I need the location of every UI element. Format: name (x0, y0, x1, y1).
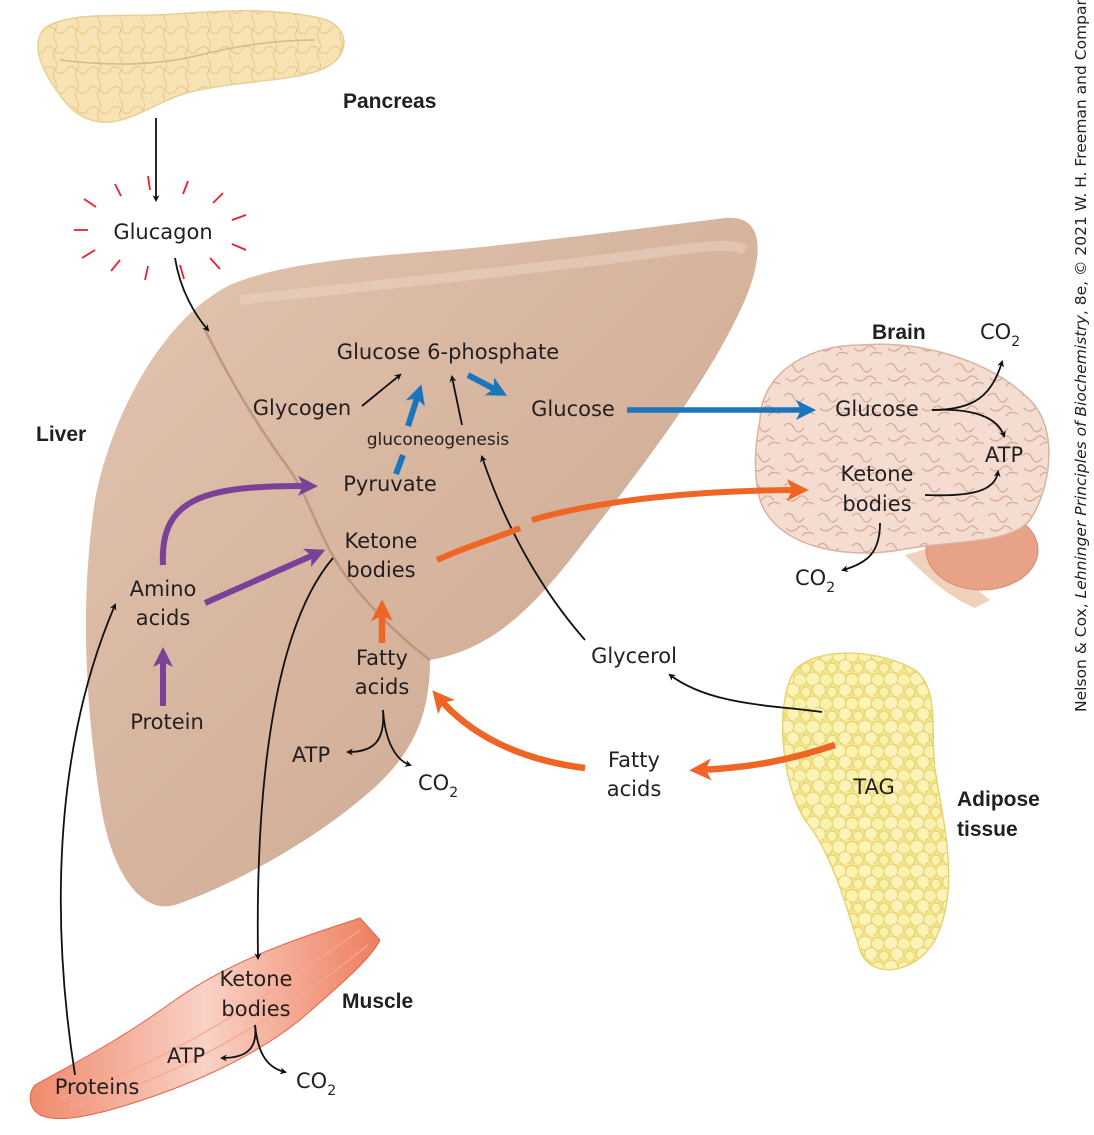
adipose-illustration (781, 652, 950, 971)
label-glycerol: Glycerol (591, 644, 677, 668)
label-liver-glucose: Glucose (531, 397, 615, 421)
arrow-brain-glucose-to-atp (931, 408, 1006, 438)
label-brain-glucose: Glucose (835, 397, 919, 421)
label-tag: TAG (852, 775, 894, 799)
label-liver-ketone: Ketone (345, 529, 418, 553)
arrow-gluconeogenesis-up (405, 384, 425, 427)
arrow-gluconeogenesis-to-g6p (449, 374, 463, 426)
arrow-liver-ketone-to-brain (435, 525, 522, 563)
brain-illustration (754, 343, 1050, 608)
arrow-proteins-to-amino (59, 603, 117, 1076)
organ-label-pancreas: Pancreas (343, 90, 436, 113)
label-adipose-fatty: Fatty (608, 748, 660, 772)
pancreas-illustration (37, 9, 345, 123)
organ-label-brain: Brain (872, 321, 926, 344)
arrow-glycogen-to-g6p (361, 373, 402, 407)
arrows (59, 118, 1006, 1076)
label-protein: Protein (130, 710, 204, 734)
label-brain-co2-bottom: CO2 (795, 566, 835, 596)
arrow-muscle-ketone-to-co2 (254, 1024, 288, 1075)
label-muscle-ketone-bodies: bodies (221, 997, 290, 1021)
arrow-fatty-to-co2 (382, 709, 412, 767)
arrow-glycerol-to-gluconeogenesis (480, 455, 586, 641)
arrow-pyruvate-to-g6p (393, 453, 406, 476)
arrow-amino-to-pyruvate (159, 475, 318, 566)
label-glucagon: Glucagon (113, 220, 212, 244)
label-amino-acids: acids (136, 606, 191, 630)
label-brain-co2-top: CO2 (980, 320, 1020, 350)
label-pyruvate: Pyruvate (343, 472, 437, 496)
arrow-g6p-to-glucose (466, 372, 508, 396)
arrow-amino-to-ketone (203, 548, 326, 606)
arrow-ketone-to-muscle (254, 557, 334, 961)
glucagon-burst-icon (74, 175, 247, 281)
liver-illustration (85, 217, 758, 907)
label-liver-fatty-acids: acids (355, 675, 410, 699)
arrow-tag-to-glycerol (668, 673, 823, 713)
arrow-liver-ketone-to-brain-2 (531, 479, 809, 523)
muscle-illustration (29, 917, 381, 1120)
label-brain-ketone: Ketone (841, 462, 914, 486)
label-liver-co2: CO2 (418, 771, 458, 801)
arrow-adipose-fatty-to-liver (432, 690, 586, 772)
organ-label-adipose: Adipose (957, 788, 1040, 811)
label-brain-ketone-bodies: bodies (842, 492, 911, 516)
label-brain-atp: ATP (985, 443, 1023, 467)
arrow-brain-ketone-to-co2 (840, 522, 881, 573)
label-muscle-ketone: Ketone (220, 967, 293, 991)
organ-label-muscle: Muscle (342, 990, 413, 1013)
label-gluconeogenesis: gluconeogenesis (367, 430, 510, 450)
arrow-tag-to-fatty (689, 741, 837, 781)
arrow-glucagon-to-liver (174, 257, 210, 332)
label-liver-ketone-bodies: bodies (346, 558, 415, 582)
label-glycogen: Glycogen (253, 396, 352, 420)
label-proteins: Proteins (55, 1075, 140, 1099)
label-liver-fatty: Fatty (356, 646, 408, 670)
credit-line: Nelson & Cox, Lehninger Principles of Bi… (1072, 0, 1090, 712)
arrow-brain-ketone-to-atp (924, 469, 1001, 497)
label-adipose-fatty-acids: acids (607, 777, 662, 801)
organ-label-adipose-tissue: tissue (957, 818, 1018, 841)
label-liver-atp: ATP (292, 743, 330, 767)
label-muscle-co2: CO2 (296, 1069, 336, 1099)
label-muscle-atp: ATP (167, 1044, 205, 1068)
label-glucose-6-phosphate: Glucose 6-phosphate (337, 340, 559, 364)
organ-label-liver: Liver (36, 423, 86, 446)
label-amino: Amino (130, 577, 197, 601)
